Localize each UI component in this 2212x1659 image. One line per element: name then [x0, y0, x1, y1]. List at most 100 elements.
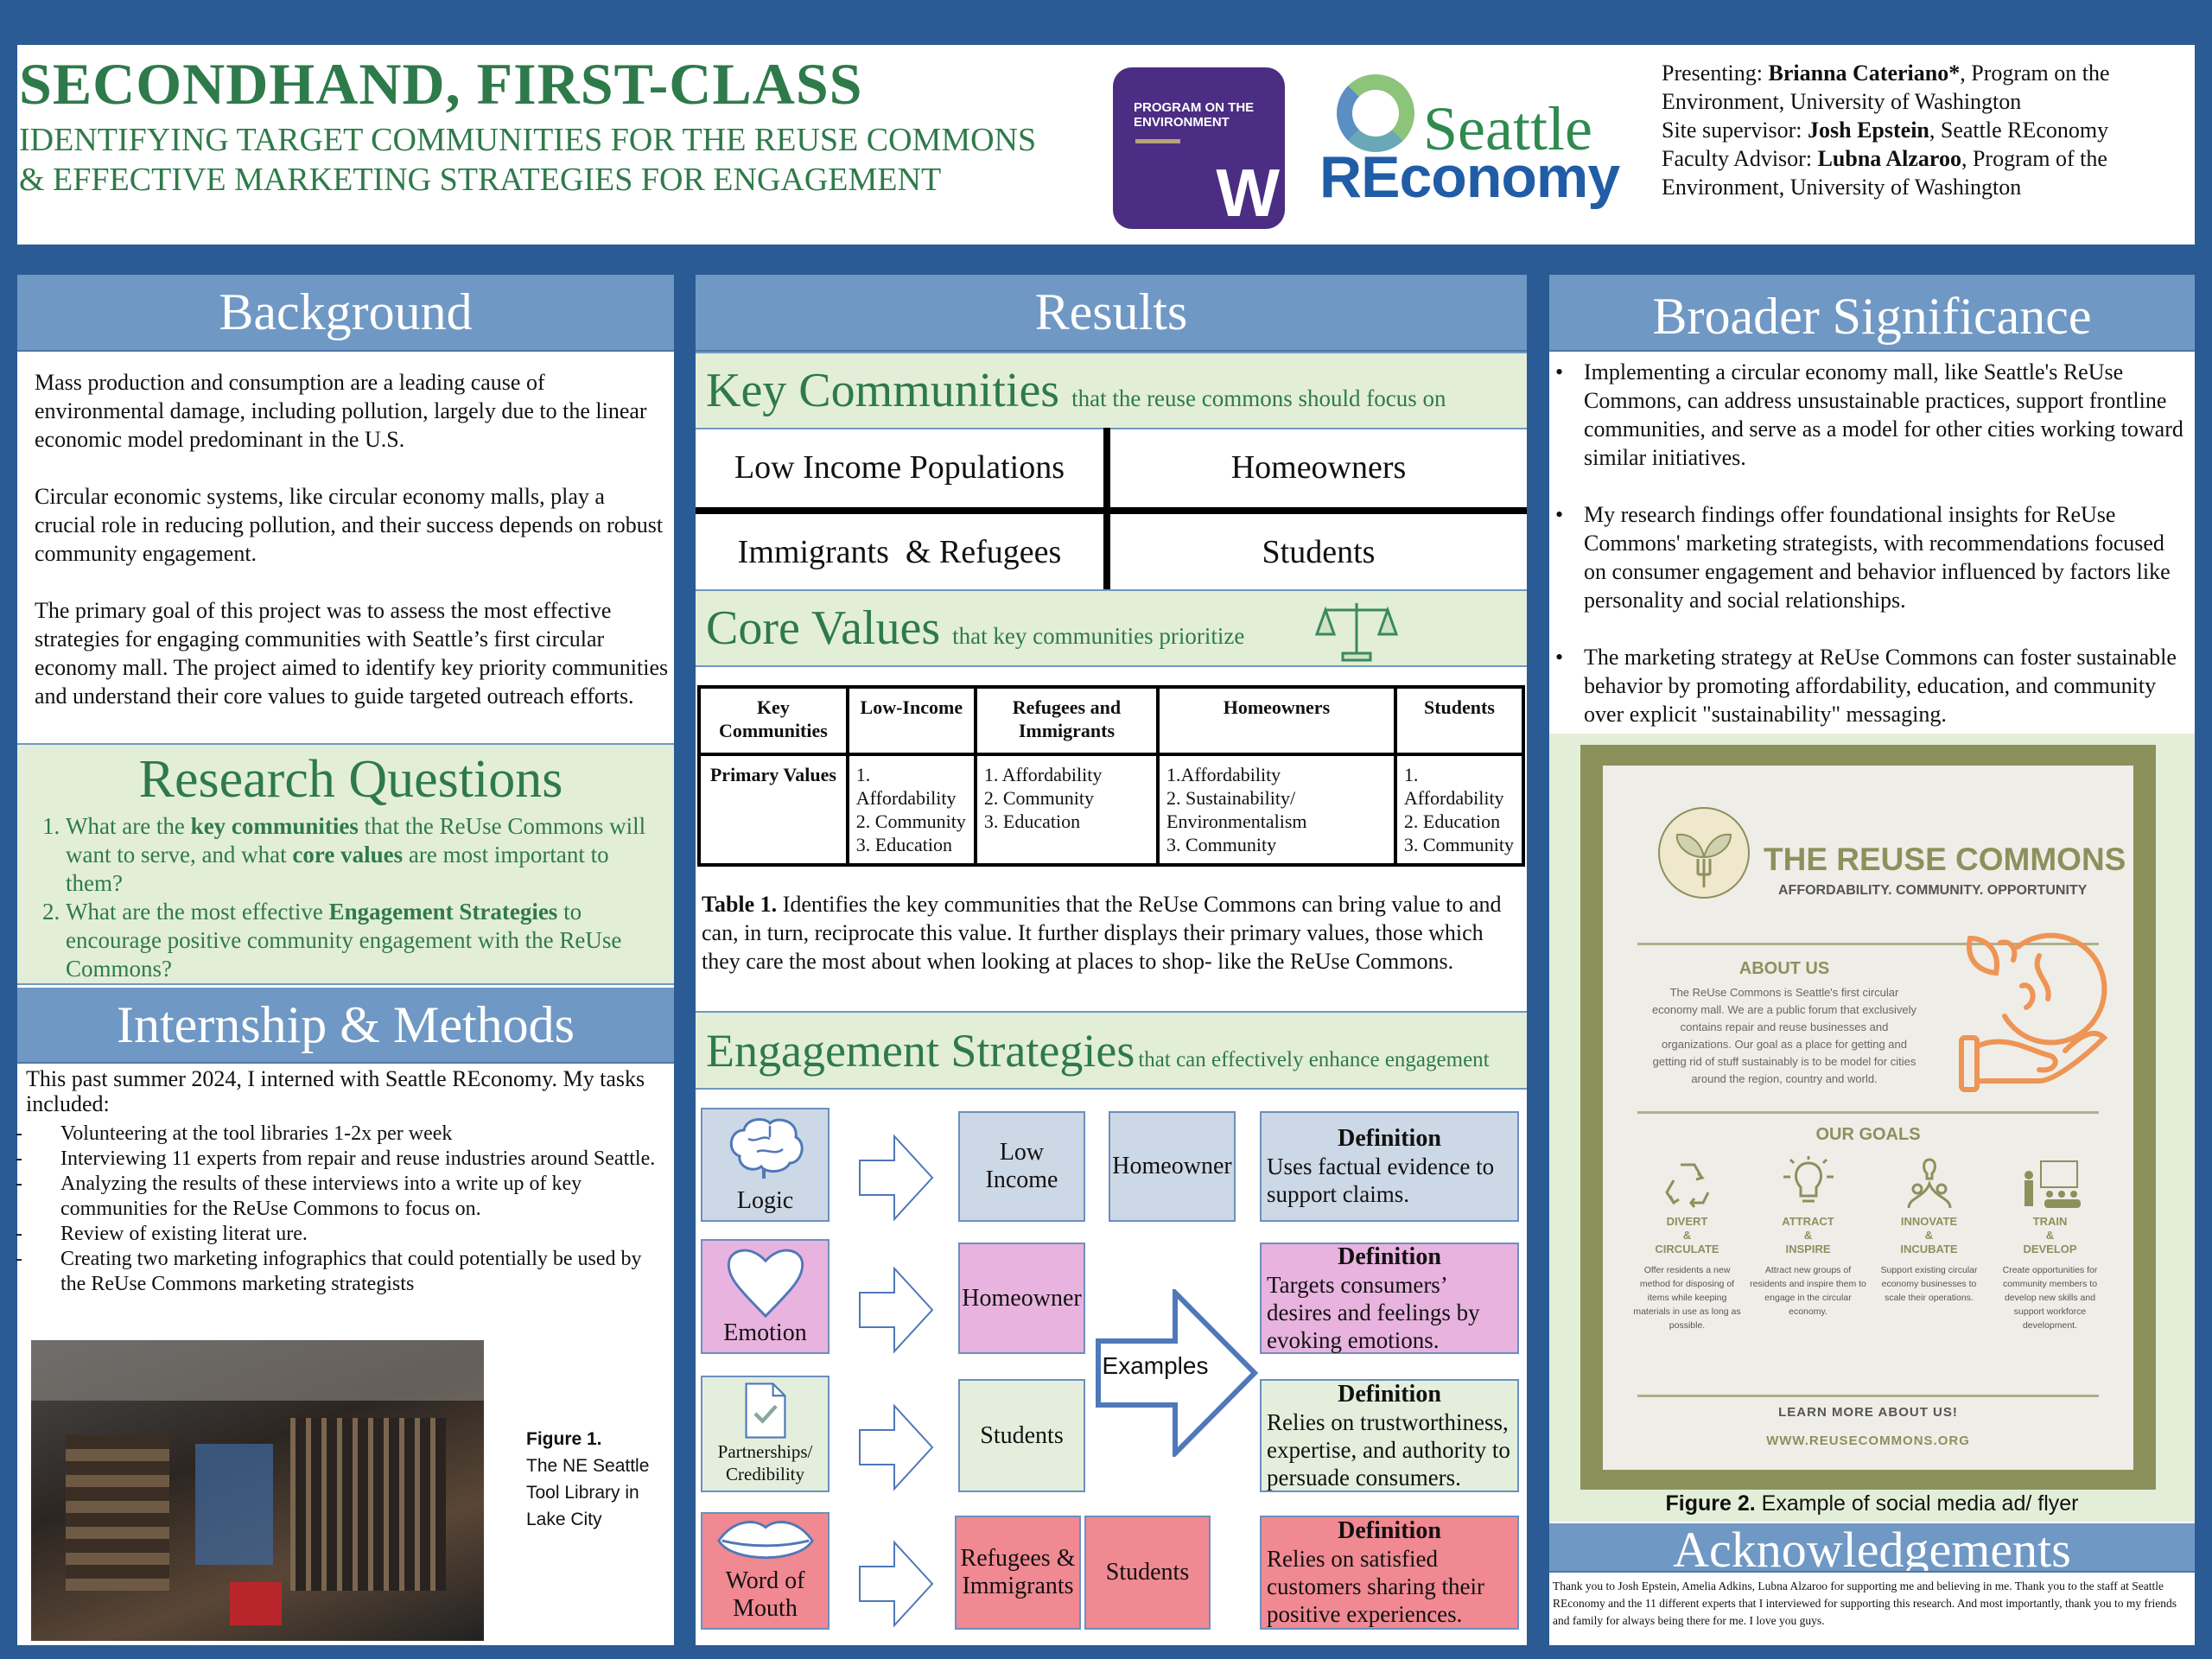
table-header-cell: Low-Income — [845, 685, 977, 756]
goal-text: Support existing circular economy busine… — [1880, 1265, 1978, 1303]
poster-header — [17, 45, 2195, 245]
divider — [1637, 1395, 2099, 1397]
significance-bullet: •Implementing a circular economy mall, l… — [1555, 359, 2183, 470]
affiliation: , Program on the Environment, University… — [1662, 60, 2110, 114]
strategy-name: Partnerships/ Credibility — [717, 1441, 813, 1484]
significance-bullet: •The marketing strategy at ReUse Commons… — [1555, 645, 2177, 727]
example-community: Homeowner — [958, 1243, 1085, 1354]
community-cell: Immigrants & Refugees — [737, 533, 1062, 570]
background-heading: Background — [17, 275, 674, 352]
strategy-3-card: Word of Mouth — [701, 1512, 830, 1630]
table-1-caption: Table 1. Identifies the key communities … — [702, 892, 1502, 974]
label: Faculty Advisor: — [1662, 146, 1818, 171]
learn-more: LEARN MORE ABOUT US! — [1778, 1405, 1958, 1420]
example-community: Students — [1084, 1516, 1211, 1630]
presenter-name: Brianna Cateriano* — [1768, 60, 1961, 86]
goal-text: Create opportunities for community membe… — [2002, 1265, 2098, 1331]
uw-logo-w: W — [1216, 155, 1280, 231]
broader-bullets: •Implementing a circular economy mall, l… — [1555, 358, 2190, 757]
research-question: What are the most effective Engagement S… — [66, 898, 658, 983]
reuse-commons-flyer: THE REUSE COMMONS AFFORDABILITY. COMMUNI… — [1603, 766, 2133, 1470]
strategy-name: Word of Mouth — [725, 1567, 805, 1622]
label: Presenting: — [1662, 60, 1769, 86]
table-header-cell: Homeowners — [1156, 685, 1397, 756]
program-environment-logo: PROGRAM ON THE ENVIRONMENT W — [1113, 67, 1285, 231]
example-community: Low Income — [958, 1111, 1085, 1222]
value-item: 3. Education — [983, 810, 1081, 832]
figure-1-caption: Figure 1. The NE Seattle Tool Library in… — [526, 1426, 673, 1533]
example-community: Refugees & Immigrants — [955, 1516, 1081, 1630]
value-item: 2. Sustainability/ Environmentalism — [1166, 787, 1307, 832]
task-item: -Analyzing the results of these intervie… — [16, 1173, 582, 1220]
research-question: What are the key communities that the Re… — [66, 812, 658, 898]
document-check-icon — [744, 1382, 786, 1439]
value-item: 2. Education — [1403, 810, 1501, 832]
table-header-cell: Students — [1393, 685, 1526, 756]
research-questions: Research Questions What are the key comm… — [17, 743, 674, 985]
arrow-right-icon — [859, 1540, 934, 1628]
key-communities-heading: Key Communities that the reuse commons s… — [696, 352, 1527, 429]
goals-title: OUR GOALS — [1815, 1125, 1921, 1144]
paragraph: Circular economic systems, like circular… — [35, 484, 664, 566]
presenters: Presenting: Brianna Cateriano*, Program … — [1662, 59, 2180, 201]
flyer-name: THE REUSE COMMONS — [1764, 842, 2126, 877]
brain-icon — [729, 1118, 804, 1179]
acknowledgements-heading: Acknowledgements — [1549, 1523, 2195, 1573]
value-item: 2. Community — [855, 810, 966, 832]
ring-icon — [1337, 74, 1414, 152]
significance-bullet: •My research findings offer foundational… — [1555, 502, 2171, 613]
task-item: -Review of existing literat ure. — [16, 1223, 308, 1245]
heart-icon — [727, 1249, 804, 1319]
paragraph: Mass production and consumption are a le… — [35, 370, 647, 452]
methods-intro: This past summer 2024, I interned with S… — [26, 1066, 645, 1116]
flyer-url[interactable]: WWW.REUSECOMMONS.ORG — [1766, 1433, 1970, 1448]
figure-2-caption: Figure 2. Example of social media ad/ fl… — [1665, 1491, 2079, 1516]
lips-icon — [716, 1521, 814, 1560]
methods-text: This past summer 2024, I interned with S… — [16, 1066, 670, 1297]
lightbulb-icon — [1783, 1156, 1834, 1203]
innovation-people-icon — [1907, 1158, 1951, 1209]
logo-bar — [1135, 139, 1180, 143]
divider — [1637, 1111, 2099, 1114]
task-item: -Interviewing 11 experts from repair and… — [16, 1147, 656, 1170]
flyer-tagline: AFFORDABILITY. COMMUNITY. OPPORTUNITY — [1778, 883, 2088, 898]
divider — [1637, 943, 2099, 945]
community-cell: Students — [1262, 533, 1376, 570]
value-item: 3. Education — [855, 834, 952, 855]
community-cell: Low Income Populations — [734, 449, 1065, 486]
value-item: 1.Affordability — [1166, 764, 1281, 785]
affiliation: , Program of the Environment, University… — [1662, 146, 2107, 200]
advisor-name: Lubna Alzaroo — [1817, 146, 1961, 171]
logo-text: PROGRAM ON THE ENVIRONMENT — [1134, 100, 1255, 130]
example-community: Students — [958, 1379, 1085, 1492]
strategy-2-card: Partnerships/ Credibility — [701, 1376, 830, 1492]
recycle-icon — [1664, 1163, 1709, 1208]
table-header-cell: Key Communities — [697, 685, 849, 756]
task-item: -Volunteering at the tool libraries 1-2x… — [16, 1122, 453, 1145]
background-text: Mass production and consumption are a le… — [35, 368, 670, 710]
poster-title: SECONDHAND, FIRST-CLASS — [19, 51, 863, 117]
research-heading: Research Questions — [138, 750, 563, 809]
value-item: 3. Community — [1403, 834, 1514, 855]
goal-text: Offer residents a new method for disposi… — [1633, 1265, 1741, 1331]
strategy-1-card: Emotion — [701, 1239, 830, 1354]
logo-reconomy: REconomy — [1319, 144, 1620, 210]
acknowledgements-text: Thank you to Josh Epstein, Amelia Adkins… — [1553, 1580, 2177, 1627]
examples-arrow — [1096, 1289, 1259, 1457]
arrow-right-icon — [859, 1265, 934, 1354]
paragraph: The primary goal of this project was to … — [35, 598, 669, 709]
poster-subtitle-1: IDENTIFYING TARGET COMMUNITIES FOR THE R… — [19, 122, 1037, 158]
row-label: Primary Values — [697, 753, 849, 867]
community-cell: Homeowners — [1230, 449, 1407, 486]
strategy-name: Logic — [736, 1187, 794, 1214]
table-header-cell: Refugees and Immigrants — [973, 685, 1160, 756]
